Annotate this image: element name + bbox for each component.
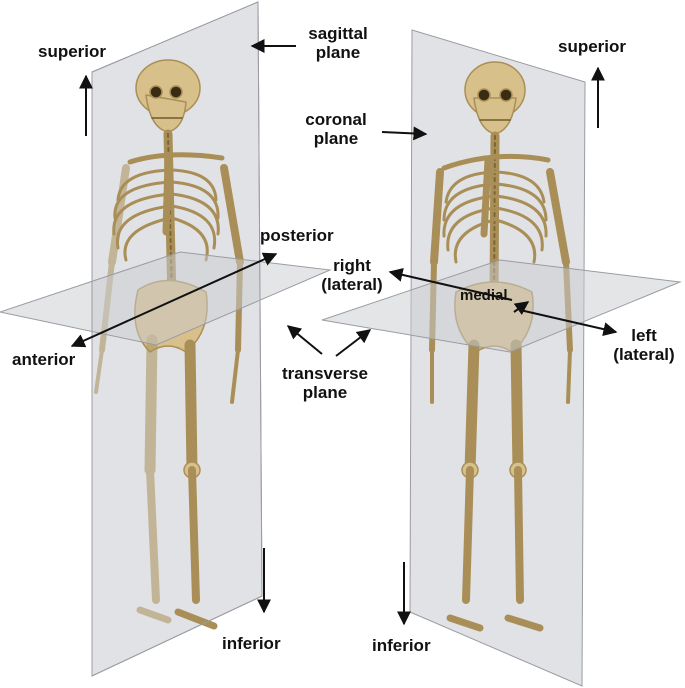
label-sagittal-line2: plane (300, 43, 376, 62)
label-sagittal-line1: sagittal (300, 24, 376, 43)
label-medial: medial (460, 286, 508, 305)
transverse-plane-left (0, 252, 330, 345)
label-left-line1: left (604, 326, 684, 345)
label-superior-right: superior (558, 37, 626, 56)
label-right-line1: right (312, 256, 392, 275)
label-right-lateral: right (lateral) (312, 256, 392, 294)
label-transverse-line1: transverse (276, 364, 374, 383)
label-left-lateral: left (lateral) (604, 326, 684, 364)
label-transverse-plane: transverse plane (276, 364, 374, 402)
transverse-pointer-arrow-left (288, 326, 322, 354)
label-coronal-line1: coronal (295, 110, 377, 129)
label-transverse-line2: plane (276, 383, 374, 402)
label-inferior-left: inferior (222, 634, 281, 653)
label-coronal-line2: plane (295, 129, 377, 148)
label-superior-left: superior (38, 42, 106, 61)
label-right-line2: (lateral) (312, 275, 392, 294)
label-left-line2: (lateral) (604, 345, 684, 364)
transverse-pointer-arrow-right (336, 330, 370, 356)
label-sagittal-plane: sagittal plane (300, 24, 376, 62)
label-anterior: anterior (12, 350, 75, 369)
label-inferior-right: inferior (372, 636, 431, 655)
label-posterior: posterior (260, 226, 334, 245)
label-coronal-plane: coronal plane (295, 110, 377, 148)
